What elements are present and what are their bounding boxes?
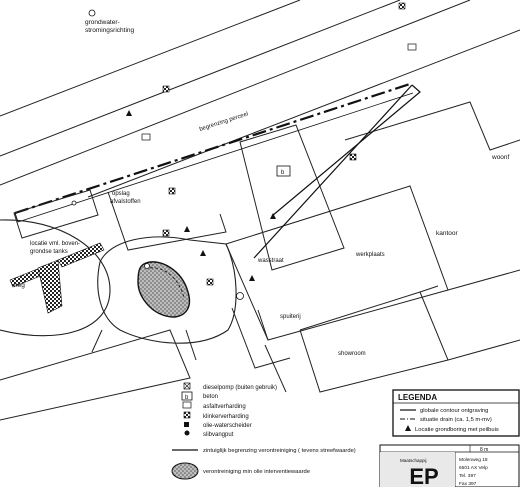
legenda-item-contour: globale contour ontgraving (420, 408, 488, 414)
label-woonfunctie: woonf (491, 154, 510, 161)
klinker-symbol (349, 153, 357, 161)
label-tanks-2: grondse tanks (30, 249, 68, 255)
title-block: 8 m EP Maatschappij Molenweg 18 6501 AX … (379, 444, 520, 487)
label-heg: heg (14, 282, 25, 289)
key-beton: beton (203, 394, 218, 400)
buildings (0, 101, 520, 421)
address-line-2: 6501 AX Velp (459, 465, 488, 471)
street-lines (0, 0, 520, 198)
boring-marker (126, 110, 132, 116)
excavation-contour (0, 219, 237, 344)
symbol-key: b dieselpomp (buiten gebruik) beton asfa… (171, 382, 356, 480)
boring-marker (249, 275, 255, 281)
klinker-symbol (162, 229, 170, 237)
label-box-b: b (281, 170, 285, 176)
label-grondwater: grondwater- (85, 19, 120, 26)
asfalt-symbol (141, 133, 151, 141)
boring-marker (270, 213, 276, 219)
label-stromingsrichting: stromingsrichting (85, 27, 135, 34)
klinker-symbol (162, 85, 170, 93)
label-kantoor: kantoor (436, 230, 459, 237)
label-tanks-1: locatie vml. boven- (30, 241, 80, 247)
fax-line: Fax 397 (459, 481, 477, 487)
label-afvalstoffen: afvalstoffen (110, 199, 141, 205)
key-b-letter: b (185, 395, 189, 401)
klinker-symbol (206, 278, 214, 286)
klinker-symbol (168, 187, 176, 195)
legenda-box: LEGENDA globale contour ontgraving situa… (392, 389, 520, 437)
manhole-icon (71, 200, 77, 206)
asfalt-symbol (407, 43, 417, 51)
site-symbols (71, 2, 417, 300)
label-opslag: opslag (112, 191, 130, 197)
key-asfalt: asfaltverharding (203, 404, 246, 410)
label-wasstraat: wasstraat (257, 258, 284, 264)
drain-line (253, 84, 421, 259)
logo-caption: Maatschappij (400, 458, 427, 463)
groundwater-arrow-icon (88, 9, 96, 17)
legenda-title: LEGENDA (398, 393, 437, 402)
scale-text: 8 m (480, 447, 488, 453)
company-logo: EP (409, 464, 438, 487)
label-showroom: showroom (338, 351, 366, 357)
label-werkplaats: werkplaats (355, 252, 385, 258)
boring-marker (200, 250, 206, 256)
label-spuiterij: spuiterij (280, 314, 301, 320)
key-dieselpomp: dieselpomp (buiten gebruik) (203, 385, 277, 391)
key-zintuiglijk: zintuiglijk begrenzing verontreiniging (… (203, 448, 356, 454)
boring-marker (184, 226, 190, 232)
label-begrenzing: begrenzing perceel (199, 111, 249, 132)
beton-box (276, 165, 291, 177)
contamination-area (137, 261, 191, 318)
legenda-item-drain: situatie drain (ca. 1,5 m-mv) (420, 417, 492, 423)
klinker-strip (9, 242, 105, 314)
manhole-icon (236, 292, 244, 300)
legenda-item-boring: Locatie grondboring met peilbuis (415, 427, 499, 433)
key-verontreiniging: verontreiniging min olie interventiewaar… (203, 469, 310, 475)
address-line-1: Molenweg 18 (459, 457, 488, 463)
key-olie: olie-waterscheider (203, 423, 252, 429)
key-slib: slibvangput (203, 432, 234, 438)
slibvangput-icon (144, 263, 150, 269)
phone-line: Tel. 397 (459, 473, 476, 479)
key-klinker: klinkerverharding (203, 414, 249, 420)
klinker-symbol (398, 2, 406, 10)
